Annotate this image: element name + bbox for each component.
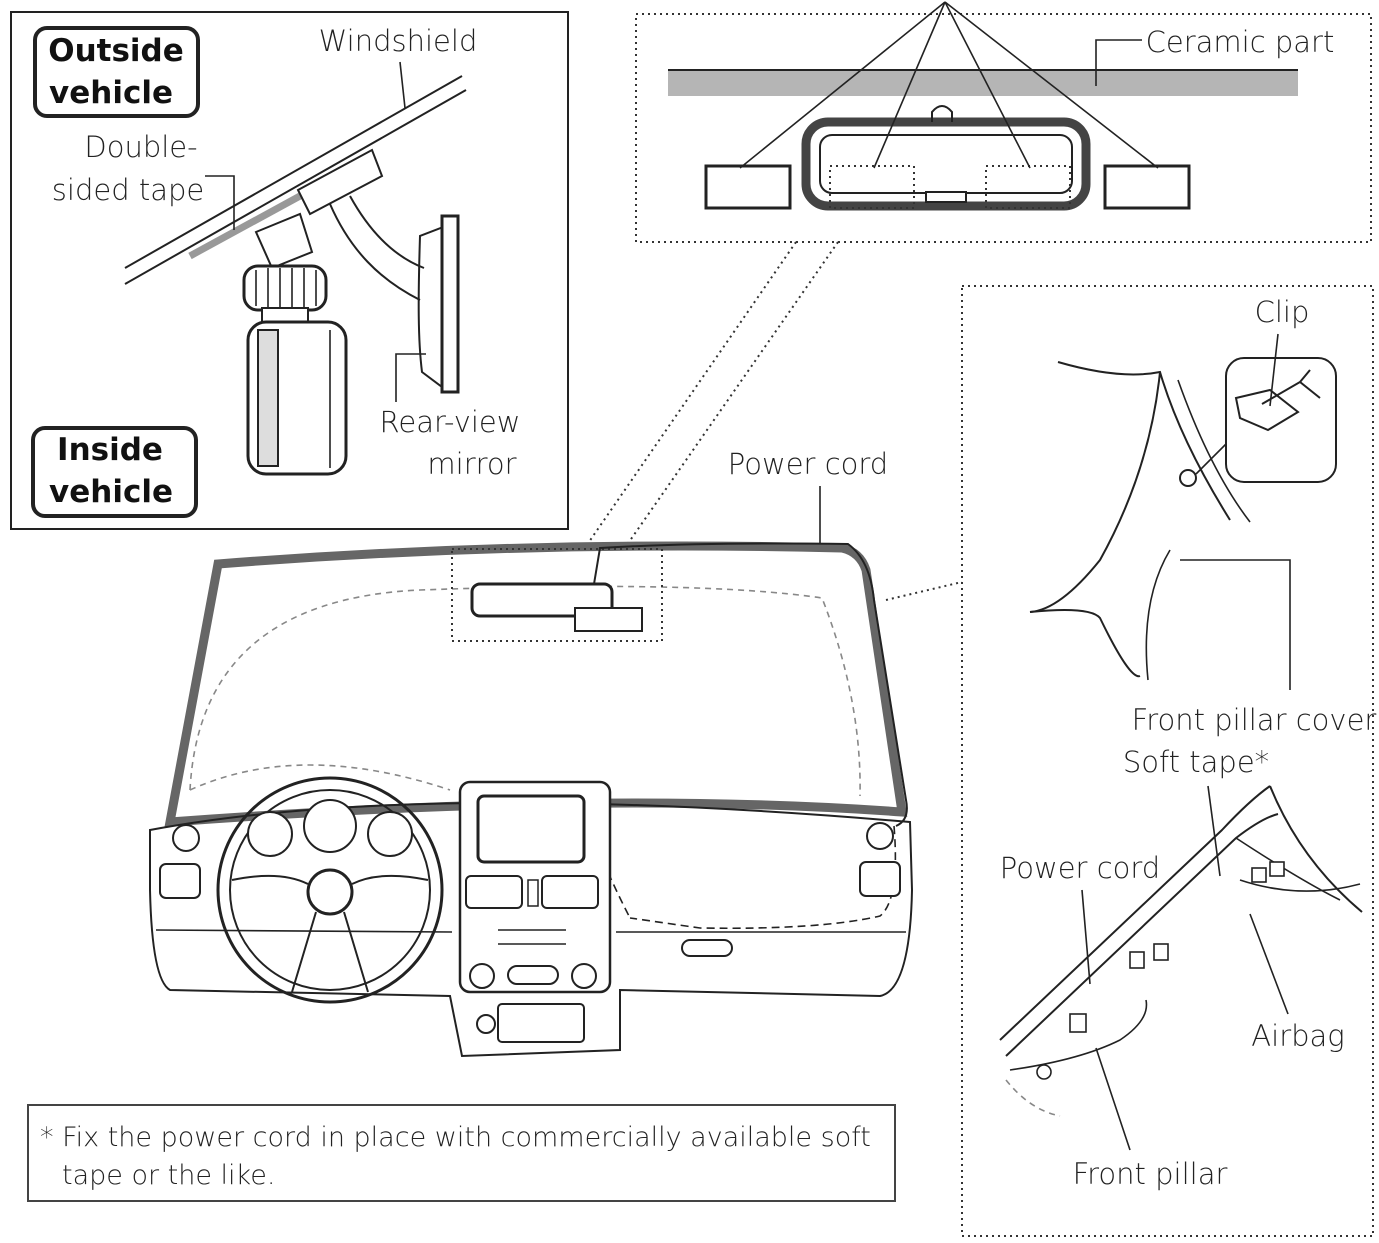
windshield-inner-line xyxy=(124,89,467,285)
tape-label-line-1: Double- xyxy=(84,130,197,164)
clip-leader xyxy=(1269,333,1279,407)
clip-prong xyxy=(1261,369,1321,405)
mirror-label-line-2: mirror xyxy=(427,447,516,481)
gauge-center xyxy=(303,799,357,853)
steering-wheel xyxy=(216,776,444,1004)
clip-location xyxy=(1179,469,1197,487)
connector-left xyxy=(581,241,797,553)
pillar-power-cord-leader xyxy=(1081,889,1091,985)
glovebox-handle xyxy=(681,939,733,957)
camera-bracket xyxy=(254,212,314,270)
airbag-label: Airbag xyxy=(1251,1019,1344,1053)
ceramic-leader xyxy=(1095,39,1142,86)
mirror-label-line-1: Rear-view xyxy=(380,405,521,439)
placement-zone-center-right xyxy=(985,165,1071,209)
rear-view-mirror-glass xyxy=(440,214,460,394)
footnote-line-2: tape or the like. xyxy=(62,1160,275,1191)
inside-vehicle-badge xyxy=(31,426,198,518)
pillar-clips xyxy=(1036,861,1285,1080)
windshield-leader xyxy=(399,61,406,109)
center-console xyxy=(458,780,612,1043)
mirror-arm-upper xyxy=(329,203,421,301)
mounting-side-view-panel: Outside vehicle Inside vehicle xyxy=(10,11,569,530)
outside-badge-line-1: Outside xyxy=(48,33,184,69)
tape-leader xyxy=(205,175,235,230)
pillar-cover-leader xyxy=(1180,559,1291,690)
outside-badge-line-2: vehicle xyxy=(49,75,173,111)
clip-label: Clip xyxy=(1255,295,1310,329)
power-cord-dash-route xyxy=(629,825,897,930)
camera-adjust-knob xyxy=(242,264,328,312)
panel-frame xyxy=(10,11,569,530)
speaker-left xyxy=(172,824,200,852)
double-sided-tape-strip xyxy=(188,192,302,260)
soft-tape-leader xyxy=(1207,785,1221,877)
placement-zone-right xyxy=(1103,164,1191,210)
main-power-cord-label: Power cord xyxy=(728,447,888,481)
wiper-area-arc-lower xyxy=(189,764,451,791)
pillar-detail-frame xyxy=(961,285,1374,1237)
windshield-label: Windshield xyxy=(319,24,478,58)
mirror-placement-detail: Ceramic part xyxy=(635,1,1372,243)
pillar-cover-edge-left xyxy=(1029,371,1161,613)
placement-zone-left xyxy=(704,164,792,210)
dashboard-body xyxy=(149,801,914,1058)
speaker-right xyxy=(866,822,894,850)
windshield-frame xyxy=(164,541,908,827)
vent-left xyxy=(159,863,201,899)
clip-base xyxy=(1234,388,1300,432)
headliner-lines xyxy=(1235,837,1361,901)
inside-badge-line-2: vehicle xyxy=(49,474,173,510)
pillar-detail-panel: Clip Front pillar cover Soft tape* Power… xyxy=(961,285,1377,1237)
ceramic-band xyxy=(668,70,1298,96)
mirror-tab xyxy=(925,191,967,203)
mirror-arm-lower xyxy=(349,195,425,269)
power-cord-route xyxy=(593,542,908,827)
front-pillar-cover-label: Front pillar cover xyxy=(1132,703,1377,737)
pillar-edge xyxy=(999,785,1271,1041)
dash-line-left xyxy=(155,929,453,933)
soft-tape-label: Soft tape* xyxy=(1123,745,1269,779)
camera-small xyxy=(574,607,643,632)
windshield-outer-line xyxy=(124,75,463,269)
outside-vehicle-badge xyxy=(33,26,200,118)
gauge-left xyxy=(247,811,293,857)
pillar-cover-bottom xyxy=(1029,609,1141,678)
roof-line xyxy=(1057,361,1231,521)
footnote-line-1: * Fix the power cord in place with comme… xyxy=(40,1122,871,1153)
pillar-bottom-dash xyxy=(1005,1079,1061,1117)
tape-label-line-2: sided tape xyxy=(52,173,204,207)
airbag-leader xyxy=(1249,913,1289,1015)
placement-zone-center-left xyxy=(829,165,915,209)
mirror-inner xyxy=(819,134,1073,194)
front-pillar-label: Front pillar xyxy=(1073,1157,1228,1191)
pillar-cover-inner xyxy=(1177,379,1251,523)
pillar-power-cord-label: Power cord xyxy=(1000,851,1160,885)
rear-view-mirror-body xyxy=(417,224,447,392)
mirror-location-box xyxy=(451,548,663,642)
gauge-right xyxy=(367,811,413,857)
connector-right xyxy=(621,241,839,553)
ceramic-part-label: Ceramic part xyxy=(1146,25,1335,59)
placement-pointer-lines xyxy=(739,1,1159,169)
pillar-lower-trim xyxy=(1009,999,1148,1071)
vent-right xyxy=(859,861,901,897)
clip-inset-pointer xyxy=(1195,443,1227,475)
pillar-outer-edge xyxy=(1269,785,1363,913)
inside-badge-line-1: Inside xyxy=(57,432,163,468)
connector-pillar xyxy=(885,581,963,601)
wiper-area-arc xyxy=(189,585,861,797)
mirror-leader xyxy=(395,353,426,402)
mirror-hook xyxy=(931,105,953,122)
car-interior-view: Power cord xyxy=(149,447,914,1058)
mirror-mount-base xyxy=(296,148,384,216)
detail-frame xyxy=(635,13,1372,243)
front-pillar-leader xyxy=(1095,1047,1131,1151)
dashcam-body xyxy=(246,307,348,476)
pillar-cover-crease xyxy=(1145,549,1171,681)
footnote-box: * Fix the power cord in place with comme… xyxy=(27,1104,896,1202)
